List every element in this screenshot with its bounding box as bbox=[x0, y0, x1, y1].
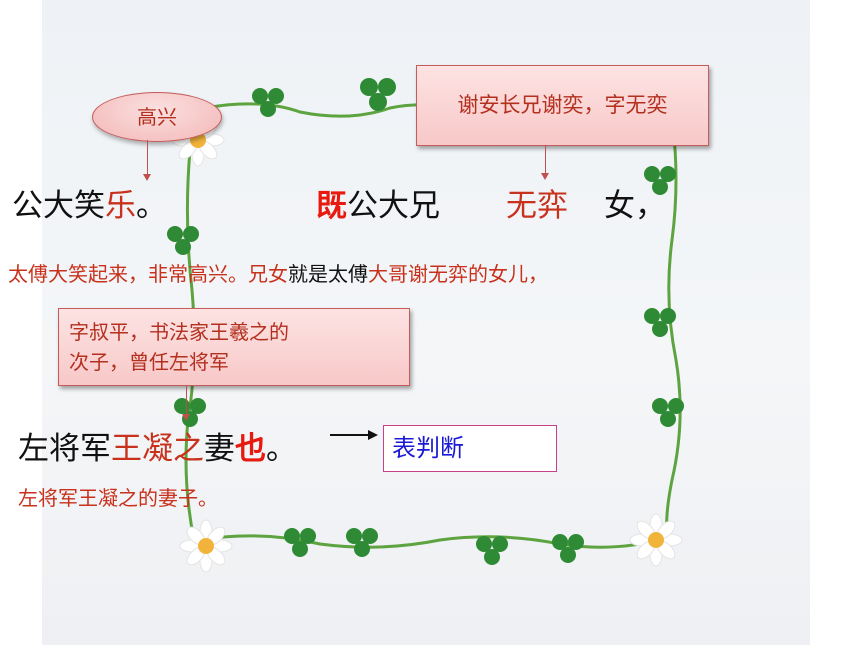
sentence-line-1-part-2: 既公大兄 bbox=[316, 180, 440, 225]
callout-xie-an-text: 谢安长兄谢奕，字无奕 bbox=[457, 93, 668, 117]
arrow-xie-an bbox=[545, 145, 546, 175]
sentence-line-1: 公大笑乐。 bbox=[12, 180, 167, 225]
translation-line-2: 左将军王凝之的妻子。 bbox=[18, 486, 218, 510]
line1-segment-period: 。 bbox=[136, 188, 167, 224]
callout-xie-an: 谢安长兄谢奕，字无奕 bbox=[416, 65, 709, 146]
line3-segment-zuojiangjun: 左将军 bbox=[18, 431, 111, 467]
arrow-gaoxing bbox=[147, 140, 148, 176]
line3-segment-wangningzhi: 王凝之 bbox=[111, 431, 204, 467]
line1-segment-a: 公大笑 bbox=[12, 188, 105, 224]
line1-segment-gongdaxiong: 公大兄 bbox=[347, 188, 440, 224]
sentence-line-3: 左将军王凝之妻也。 bbox=[18, 423, 297, 468]
line1-segment-nv: 女， bbox=[604, 188, 666, 224]
translation-line-1: 太傅大笑起来，非常高兴。兄女就是太傅大哥谢无弈的女儿， bbox=[8, 258, 548, 287]
arrow-head-gaoxing bbox=[143, 174, 151, 181]
line3-segment-qi: 妻 bbox=[204, 431, 235, 467]
callout-gaoxing: 高兴 bbox=[92, 92, 222, 142]
line1-segment-ji: 既 bbox=[316, 188, 347, 224]
judgment-box: 表判断 bbox=[383, 425, 557, 472]
translation1-segment-a: 太傅大笑起来，非常高兴。兄女 bbox=[8, 262, 288, 286]
translation1-segment-b: 就是太傅 bbox=[288, 262, 368, 286]
callout-wang-ningzhi-line-2: 次子，曾任左将军 bbox=[69, 350, 229, 374]
callout-wang-ningzhi-line-1: 字叔平，书法家王羲之的 bbox=[69, 320, 289, 344]
arrow-head-xie-an bbox=[541, 173, 549, 180]
callout-wang-ningzhi: 字叔平，书法家王羲之的 次子，曾任左将军 bbox=[58, 308, 410, 386]
line1-segment-le: 乐 bbox=[105, 188, 136, 224]
line3-segment-ye: 也 bbox=[235, 431, 266, 467]
line1-segment-wuyi: 无弈 bbox=[506, 188, 568, 224]
arrow-head-wang-ningzhi bbox=[182, 414, 190, 421]
line3-segment-period: 。 bbox=[266, 431, 297, 467]
arrow-to-judgment bbox=[330, 430, 378, 440]
arrow-wang-ningzhi bbox=[186, 386, 187, 416]
translation1-segment-c: 大哥谢无弈的女儿， bbox=[368, 262, 548, 286]
